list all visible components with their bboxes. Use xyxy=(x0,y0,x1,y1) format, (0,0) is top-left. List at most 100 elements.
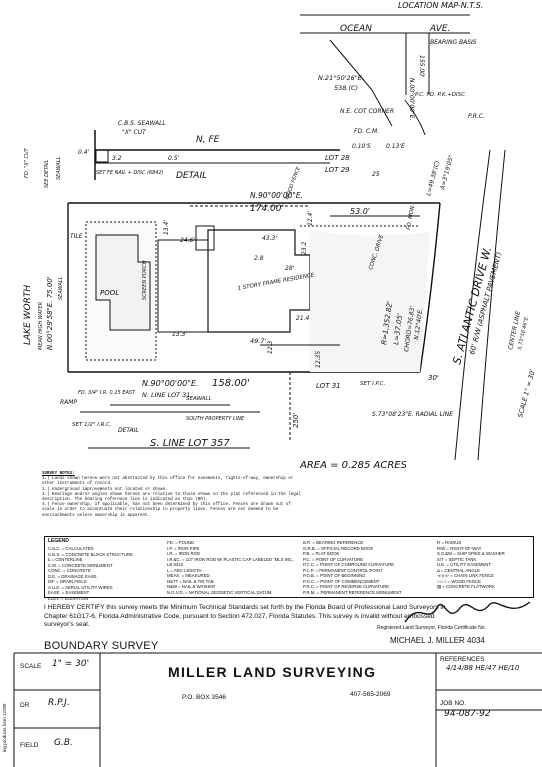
cbs-seawall: C.B.S. SEAWALL xyxy=(118,120,166,127)
lot28: LOT 28 xyxy=(325,154,350,162)
row-line-1 xyxy=(455,150,490,460)
company-name: MILLER LAND SURVEYING xyxy=(168,664,377,680)
legend-col-1: CALC. = CALCULATED C.B.S. = CONCRETE BLO… xyxy=(48,546,163,601)
set-ipc: SET 1/2" I.R.C. xyxy=(72,422,112,428)
detail-box xyxy=(96,150,108,162)
doc-type: BOUNDARY SURVEY xyxy=(44,640,159,652)
d123: 12.3 xyxy=(267,340,274,354)
see-detail: SEE DETAIL xyxy=(44,159,50,188)
tie-curve xyxy=(405,100,425,135)
legend-item: ▨ = CONCRETE FLATWORK xyxy=(437,584,495,589)
ac-val: A=3°19'05" xyxy=(439,154,455,191)
phone: 407-565-2069 xyxy=(350,691,391,698)
legend-item: MEAS. = MEASURED xyxy=(167,573,210,578)
n21-dist: 538.(C) xyxy=(334,84,358,92)
tie-line xyxy=(330,40,392,126)
dim-3: 3.2 xyxy=(112,155,122,162)
lax-val: L=49.38'(C) xyxy=(425,160,441,197)
legend-item: P.C.P. = PERMANENT CONTROL POINT xyxy=(303,567,383,573)
scale-value: 1" = 30' xyxy=(52,659,90,669)
n900-label: N.90°00'00"E. xyxy=(250,191,303,200)
drive-flatwork xyxy=(310,230,430,372)
legend-item: CALC. = CALCULATED xyxy=(48,546,94,551)
ref-label: REFERENCES xyxy=(440,656,485,663)
fd-mon: FD. MON. xyxy=(406,204,416,231)
d250: 250' xyxy=(292,413,300,428)
dim-25: 25 xyxy=(372,171,380,178)
pool-label: POOL xyxy=(100,289,119,297)
ref-value: 4/14/88 HE/47 HE/10 xyxy=(446,664,520,672)
d232: 23.2 xyxy=(301,241,308,255)
d134: 13.4' xyxy=(163,220,170,235)
legend-col-2: FD. = FOUND I.P. = IRON PIPE I.R. = IRON… xyxy=(167,540,297,595)
legend-item: C.M. = CONCRETE MONUMENT xyxy=(48,562,113,568)
set-fe: SET FE NAIL + DISC (6842) xyxy=(96,170,164,176)
legend-item: D.E. = DRAINAGE EASE. xyxy=(48,573,98,579)
title-block-frame xyxy=(0,620,542,767)
note-1: 1.) Lands shown hereon were not abstract… xyxy=(42,477,294,487)
d1235: 12.35 xyxy=(315,351,322,368)
legend: LEGEND CALC. = CALCULATED C.B.S. = CONCR… xyxy=(44,536,534,601)
ne-cot: N.E. COT CORNER xyxy=(340,108,394,115)
legend-item: P.C.C. = POINT OF COMPOUND CURVATURE xyxy=(303,562,395,567)
job-value: 94-087-92 xyxy=(444,709,491,719)
tile-label: TILE xyxy=(70,233,83,240)
legend-item: £ = CENTERLINE xyxy=(48,557,83,562)
d214: 21.4 xyxy=(296,315,310,322)
west-bear: N.00°29'58"E. 75.00' xyxy=(46,276,54,350)
survey-notes: SURVEY NOTES: 1.) Lands shown hereon wer… xyxy=(42,472,302,519)
dr-value: R.P.J. xyxy=(48,698,70,708)
legend-item: EASE. = EASEMENT xyxy=(48,590,90,595)
nfe: N, FE xyxy=(196,135,220,145)
d433: 43.3' xyxy=(262,235,277,242)
fd-cut: FD. "X" CUT xyxy=(24,147,30,178)
legend-item: O.R.B. = OFFICIAL RECORD BOOK xyxy=(303,545,374,551)
d174: 174.00' xyxy=(250,204,284,214)
survey-drawing: OCEAN AVE. LOCATION MAP-N.T.S. BEARING B… xyxy=(23,1,537,470)
radial: S.73°08'23"E. RADIAL LINE xyxy=(372,411,453,418)
legend-item: R/W = RIGHT-OF-WAY xyxy=(437,545,482,551)
field-label: FIELD xyxy=(20,742,39,749)
legend-item: P.B. = PLAT BOOK xyxy=(303,551,340,556)
legend-item: I.R.&C. = 1/2" IRON ROD W/ PLASTIC CAP L… xyxy=(167,556,295,568)
chb: N.12°40'E. xyxy=(413,308,424,341)
ramp: RAMP xyxy=(60,399,77,406)
detail-label: DETAIL xyxy=(176,171,207,181)
legend-item: U.E. = UTILITY EASEMENT xyxy=(437,562,492,567)
d124: 12.4' xyxy=(307,211,314,226)
legend-heading: LEGEND xyxy=(48,538,69,544)
signature-label: Registered Land Surveyor, Florida Certif… xyxy=(377,625,486,631)
n21-label: N.21°50'26"E. xyxy=(318,74,364,82)
legend-item: C.B.S. = CONCRETE BLOCK STRUCTURE xyxy=(48,551,133,557)
row-line-2 xyxy=(478,150,505,460)
d28a: 2.8 xyxy=(254,255,264,262)
job-label: JOB NO. xyxy=(440,700,467,707)
dr-label: DR xyxy=(20,702,30,709)
legend-item: P.C. = POINT OF CURVATURE xyxy=(303,556,364,562)
legend-item: L = ARC LENGTH xyxy=(167,567,202,573)
legend-item: I.R. = IRON ROD xyxy=(167,551,201,556)
legend-item: P.R.M. = PERMANENT REFERENCE MONUMENT xyxy=(303,589,402,595)
d497: 49.7' xyxy=(250,337,266,345)
legend-item: CONC. = CONCRETE xyxy=(48,568,91,573)
seawall-l: SEAWALL xyxy=(56,156,62,180)
screen-porch: SCREEN PORCH xyxy=(142,260,148,300)
n900b: N.90°00'00"E. xyxy=(142,379,199,388)
po-box: P.O. BOX 3546 xyxy=(182,694,226,701)
legend-item: P.R.C. = POINT OF REVERSE CURVATURE xyxy=(303,584,390,589)
fd-ir: FD. 3/4" I.R. 0.15 EAST xyxy=(78,390,136,396)
n-line: N. LINE LOT 31 xyxy=(142,391,190,399)
n000-label: N.00°00'00"E. xyxy=(408,78,415,121)
d30: 30' xyxy=(428,374,439,382)
seawall-w: SEAWALL xyxy=(58,276,64,300)
legend-item: D/F = DRAIN FIELD xyxy=(48,579,87,584)
bearing-basis: BEARING BASIS xyxy=(430,39,477,46)
location-map: LOCATION MAP-N.T.S. xyxy=(398,1,483,10)
d28b: 28' xyxy=(285,265,295,272)
legend-item: -x-x-x- = CHAIN LINK FENCE xyxy=(437,573,494,578)
signature-name: MICHAEL J. MILLER 4034 xyxy=(390,636,485,645)
bump-rect xyxy=(196,226,214,250)
legend-item: B.R. = BEARING REFERENCE xyxy=(303,540,364,545)
high-water: MEAN HIGH WATER xyxy=(38,302,44,350)
seawall-b: SEAWALL xyxy=(186,396,212,402)
